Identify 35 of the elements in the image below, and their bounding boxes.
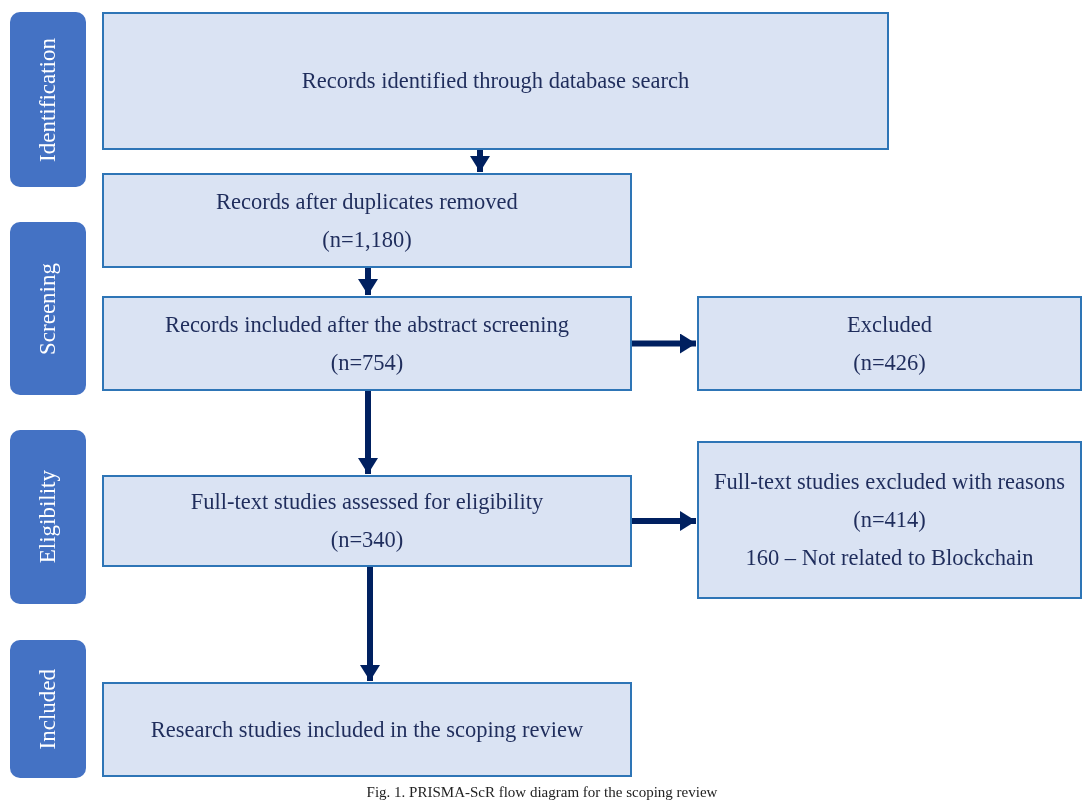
stage-band — [10, 12, 86, 187]
box-text: 160 – Not related to Blockchain — [745, 544, 1034, 572]
box-text: Full-text studies assessed for eligibility — [190, 488, 544, 516]
process-box — [102, 296, 632, 391]
box-text: Records included after the abstract screening — [164, 310, 570, 339]
box-text: Full-text studies excluded with reasons — [713, 468, 1066, 496]
arrow — [470, 150, 490, 172]
process-box — [697, 441, 1082, 599]
stage-label: Eligibility — [35, 470, 61, 564]
box-text: (n=1,180) — [322, 225, 412, 254]
box-text: Research studies included in the scoping review — [150, 715, 584, 744]
stage-band — [10, 222, 86, 395]
box-text: (n=426) — [853, 348, 926, 377]
box-text: Records identified through database search — [301, 67, 690, 95]
process-box — [102, 682, 632, 777]
process-box — [102, 173, 632, 268]
process-box — [697, 296, 1082, 391]
arrow — [358, 268, 378, 295]
box-text: Records after duplicates removed — [216, 187, 518, 216]
stage-label: Screening — [35, 262, 61, 355]
stage-label: Identification — [35, 37, 61, 162]
stage-band — [10, 640, 86, 778]
stage-band — [10, 430, 86, 604]
process-box — [102, 12, 889, 150]
stage-label: Included — [35, 668, 61, 750]
arrow — [360, 567, 380, 681]
arrow — [358, 391, 378, 474]
arrow — [632, 511, 696, 531]
box-text: (n=340) — [330, 526, 404, 554]
box-text: Excluded — [847, 310, 932, 339]
box-text: (n=414) — [853, 506, 926, 534]
arrow — [632, 333, 696, 354]
process-box — [102, 475, 632, 567]
figure-caption: Fig. 1. PRISMA-ScR flow diagram for the scoping review — [365, 784, 719, 801]
box-text: (n=754) — [330, 348, 404, 377]
